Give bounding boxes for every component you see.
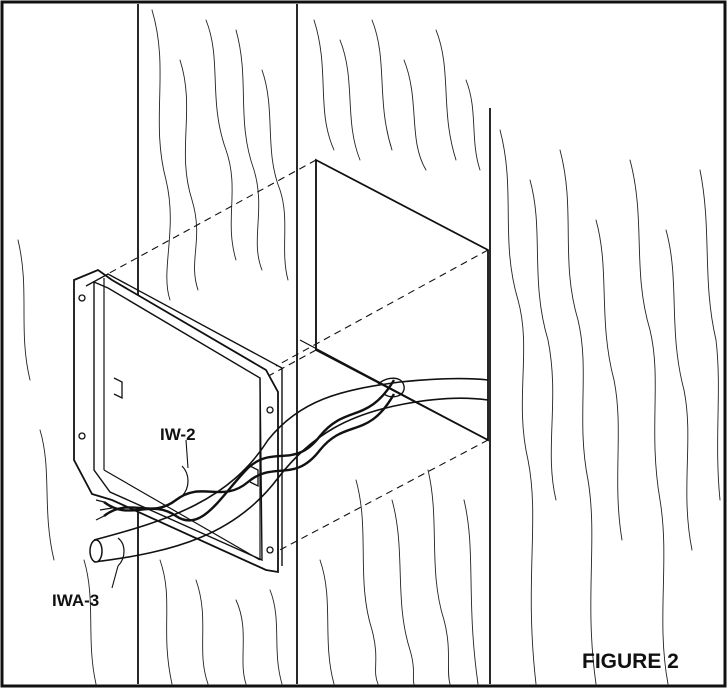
cable-end-cap	[89, 539, 103, 563]
cable-outline-bottom	[93, 397, 489, 563]
iwa3-cable	[89, 377, 489, 567]
mounting-frame	[73, 268, 283, 574]
frame-screw-hole	[78, 432, 86, 440]
frame-screw-hole	[266, 546, 274, 554]
figure-caption: FIGURE 2	[582, 650, 679, 673]
frame-rear-lip	[85, 273, 283, 566]
iw2-leader	[185, 439, 189, 469]
cable-marker	[117, 537, 125, 567]
frame-flange-outer	[73, 268, 279, 574]
iwa3-label: IWA-3	[52, 591, 99, 610]
wire-strand-b	[103, 379, 396, 522]
wood-grain	[17, 9, 721, 685]
wire-strand-ends	[95, 499, 113, 521]
iw2-twisted-wire	[95, 377, 405, 522]
cable-outline-top	[93, 377, 489, 541]
frame-screw-hole	[266, 406, 274, 414]
frame-flange-inner	[93, 280, 263, 562]
iw2-label: IW-2	[160, 425, 196, 444]
frame-tab	[249, 465, 259, 488]
iwa3-leader	[111, 565, 119, 589]
wire-marker	[181, 465, 189, 497]
frame-tab	[113, 377, 123, 400]
wire-loop	[377, 377, 405, 398]
frame-screw-hole	[78, 294, 86, 302]
